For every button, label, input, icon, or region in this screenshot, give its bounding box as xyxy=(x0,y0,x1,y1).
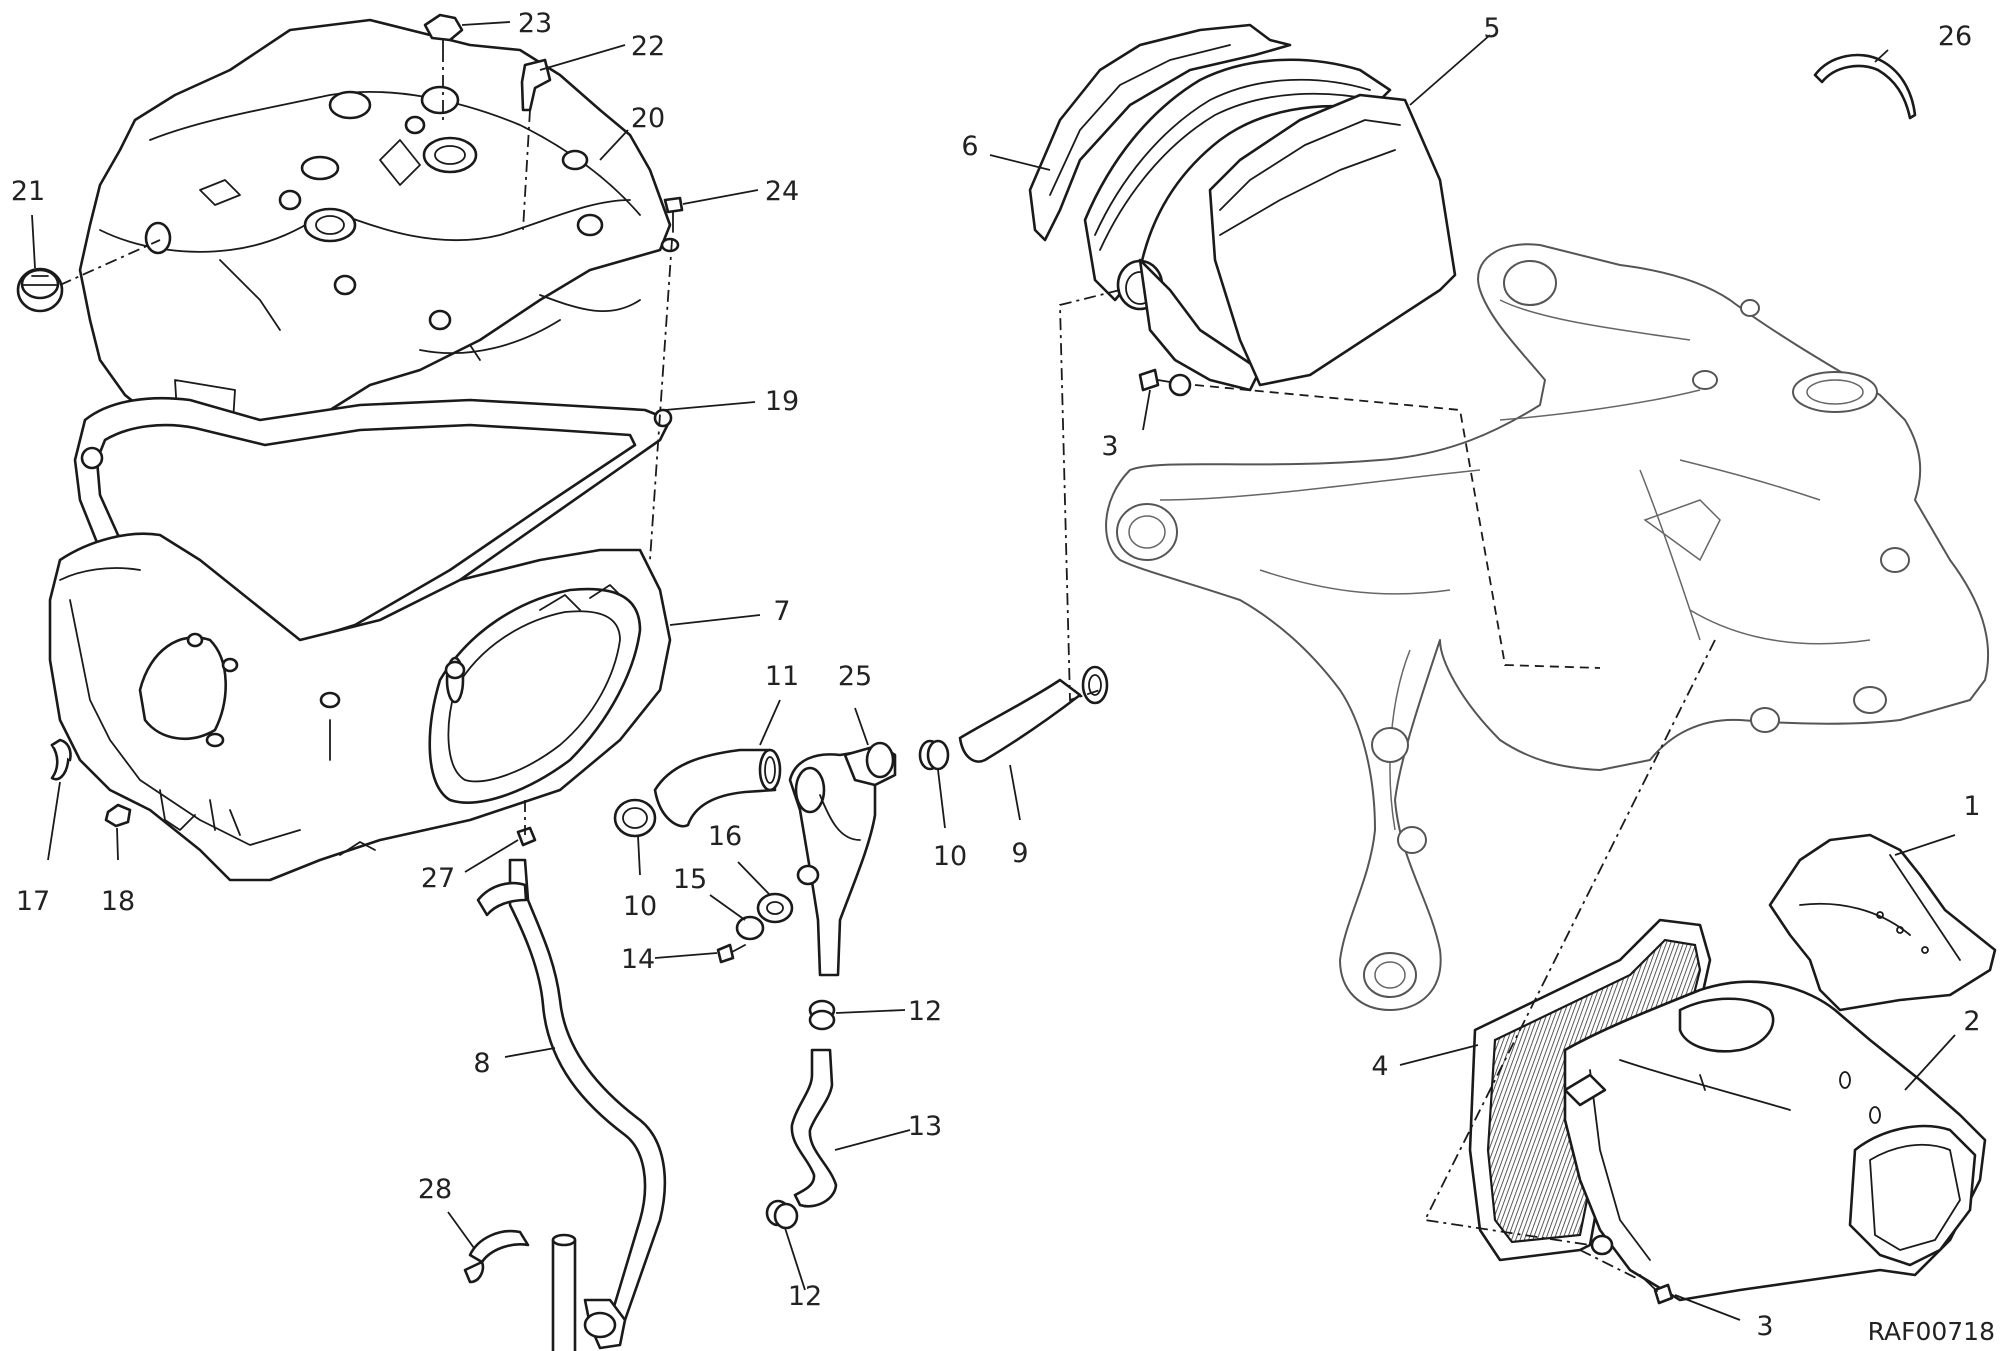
callout-9: 9 xyxy=(1011,838,1028,869)
duct-1 xyxy=(1768,833,1997,1012)
callout-23: 23 xyxy=(518,8,552,39)
clamp-10 xyxy=(613,739,950,838)
callout-12: 12 xyxy=(788,1281,822,1312)
sensor-22 xyxy=(520,58,552,112)
drawing-code: RAF00718 xyxy=(1868,1317,1995,1346)
hose-13 xyxy=(790,1048,838,1208)
clip-17 xyxy=(50,738,72,781)
intake-duct-6 xyxy=(1028,23,1392,392)
washer-15 xyxy=(735,915,765,941)
callout-16: 16 xyxy=(708,821,742,852)
callout-21: 21 xyxy=(11,176,45,207)
assembly-lines xyxy=(59,50,1716,1281)
callout-28: 28 xyxy=(418,1174,452,1205)
screw-23 xyxy=(423,13,464,51)
callout-5: 5 xyxy=(1483,13,1500,44)
callout-10: 10 xyxy=(623,891,657,922)
callout-2: 2 xyxy=(1963,1006,1980,1037)
callout-19: 19 xyxy=(765,386,799,417)
hose-9 xyxy=(958,665,1109,763)
callout-17: 17 xyxy=(16,886,50,917)
callout-24: 24 xyxy=(765,176,799,207)
callout-3: 3 xyxy=(1756,1311,1773,1342)
callout-3: 3 xyxy=(1101,431,1118,462)
leader-lines xyxy=(31,21,1956,1321)
clamp-12-bottom xyxy=(765,1199,799,1230)
callout-26: 26 xyxy=(1938,21,1972,52)
callout-25: 25 xyxy=(838,661,872,692)
callout-labels: 1 2 3 3 4 5 6 7 8 9 10 10 11 12 12 13 14… xyxy=(11,8,1995,1346)
callout-15: 15 xyxy=(673,864,707,895)
frame-outline xyxy=(1105,243,1989,1011)
clip-18 xyxy=(104,803,132,828)
callout-7: 7 xyxy=(773,596,790,627)
callout-12: 12 xyxy=(908,996,942,1027)
airbox-cover xyxy=(78,18,672,497)
rubber-grommet-21 xyxy=(16,267,64,313)
screw-3-bottom xyxy=(1639,1274,1674,1305)
separator-25 xyxy=(788,741,897,977)
callout-18: 18 xyxy=(101,886,135,917)
elbow-hose-11 xyxy=(653,748,782,828)
callout-20: 20 xyxy=(631,103,665,134)
callout-14: 14 xyxy=(621,944,655,975)
clip-28 xyxy=(463,1229,530,1284)
callout-22: 22 xyxy=(631,31,665,62)
callout-4: 4 xyxy=(1371,1051,1388,1082)
tube xyxy=(551,1233,577,1351)
callout-8: 8 xyxy=(473,1048,490,1079)
callout-27: 27 xyxy=(421,863,455,894)
strap-26 xyxy=(1813,53,1917,120)
screw-24 xyxy=(660,196,684,253)
screw-14 xyxy=(716,943,746,964)
airbox-lower xyxy=(48,532,672,882)
callout-13: 13 xyxy=(908,1111,942,1142)
callout-1: 1 xyxy=(1963,791,1980,822)
callout-11: 11 xyxy=(765,661,799,692)
clip-27 xyxy=(516,826,537,847)
screw-3-top xyxy=(1138,368,1192,397)
callout-10: 10 xyxy=(933,841,967,872)
callout-6: 6 xyxy=(961,131,978,162)
hose-8 xyxy=(476,858,667,1350)
grommet-16 xyxy=(756,864,820,924)
clamp-12-top xyxy=(808,999,836,1031)
air-filter-5 xyxy=(1208,93,1457,387)
airbox-2 xyxy=(1563,980,1987,1302)
